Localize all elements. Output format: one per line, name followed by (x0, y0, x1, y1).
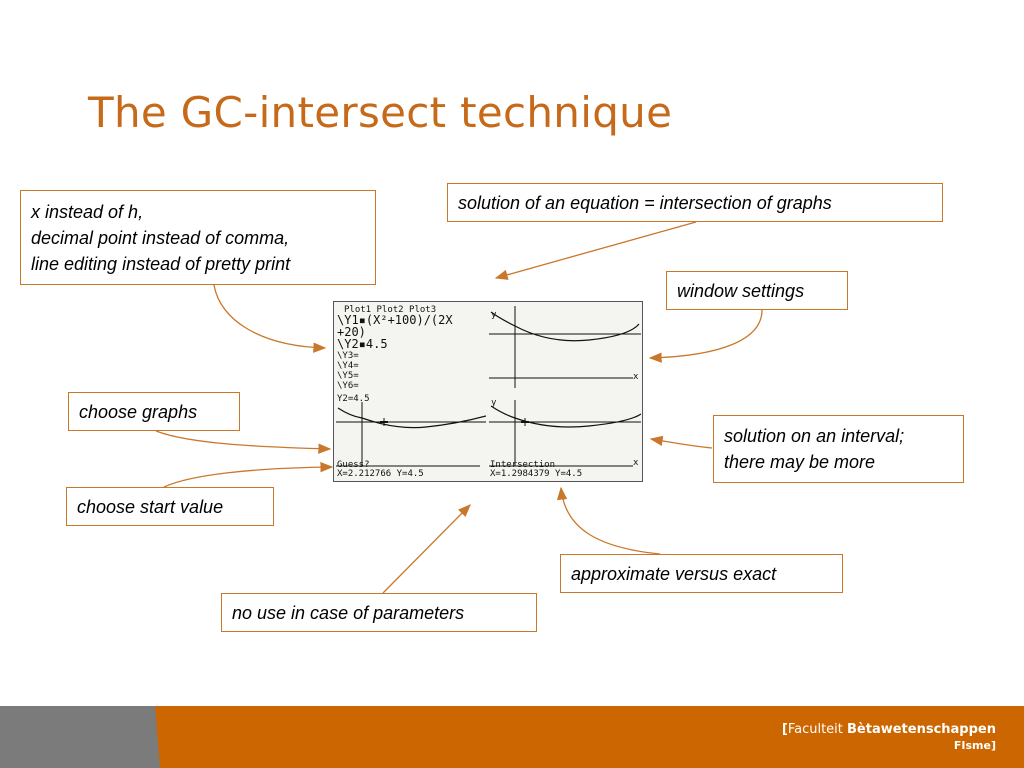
y4-line: \Y4= (337, 361, 359, 371)
connector-equation (494, 221, 697, 280)
connector-notation (213, 284, 327, 353)
connector-params (382, 504, 471, 594)
footer-institution: [Faculteit Bètawetenschappen FIsme] (782, 722, 996, 754)
callout-window-settings: window settings (666, 271, 848, 310)
guess-readout: X=2.212766 Y=4.5 (337, 469, 424, 479)
intersection-panel: y x Intersection X=1.2984379 Y=4.5 (489, 394, 641, 480)
callout-choose-graphs: choose graphs (68, 392, 240, 431)
connector-start (163, 461, 334, 488)
graph-window-x-label: x (633, 372, 639, 382)
intersection-prompt: Intersection (490, 460, 556, 470)
y6-line: \Y6= (337, 381, 359, 391)
connector-graphs (155, 430, 332, 454)
callout-equation: solution of an equation = intersection o… (447, 183, 943, 222)
plot-labels: Plot1 Plot2 Plot3 (344, 305, 437, 315)
connector-layer (155, 221, 763, 594)
y2-line: \Y2▪4.5 (337, 337, 388, 351)
y1-line: \Y1▪(X²+100)/(2X (337, 313, 453, 327)
callout-interval-line1: solution on an interval; (724, 426, 905, 446)
guess-top-label: Y2=4.5 (337, 394, 370, 404)
connector-window (648, 309, 763, 363)
slide-title: The GC-intersect technique (88, 88, 673, 137)
guess-prompt: Guess? (337, 460, 370, 470)
footer-unit: FIsme (953, 739, 991, 752)
footer-faculty-name: Bètawetenschappen (847, 722, 996, 737)
callout-notation-line3: line editing instead of pretty print (31, 254, 291, 274)
graph-window-y-label: y (491, 310, 497, 320)
y1-continuation: +20) (337, 325, 366, 339)
connector-approx (556, 486, 661, 555)
intersection-x-label: x (633, 458, 639, 468)
callout-interval: solution on an interval; there may be mo… (713, 415, 964, 483)
callout-start-value: choose start value (66, 487, 274, 526)
footer-prefix: Faculteit (787, 722, 848, 737)
callout-parameters: no use in case of parameters (221, 593, 537, 632)
guess-plot (336, 402, 486, 467)
callout-notation-line2: decimal point instead of comma, (31, 228, 290, 248)
intersection-readout: X=1.2984379 Y=4.5 (490, 469, 583, 479)
callout-notation-line1: x instead of h, (31, 202, 144, 222)
y-editor-panel: Plot1 Plot2 Plot3 \Y1▪(X²+100)/(2X +20) … (336, 304, 486, 391)
graph-window-panel: y x (489, 304, 641, 391)
calculator-screenshot: Plot1 Plot2 Plot3 \Y1▪(X²+100)/(2X +20) … (333, 301, 643, 482)
graph-window-plot (489, 306, 641, 388)
footer-bracket-close: ] (990, 739, 996, 752)
callout-notation: x instead of h, decimal point instead of… (20, 190, 376, 285)
intersection-y-label: y (491, 398, 497, 408)
footer-grey-block (0, 706, 160, 768)
y3-line: \Y3= (337, 351, 359, 361)
y5-line: \Y5= (337, 371, 359, 381)
callout-approximate: approximate versus exact (560, 554, 843, 593)
footer-bracket-open: [ (781, 722, 788, 737)
callout-interval-line2: there may be more (724, 452, 876, 472)
intersection-plot (489, 400, 641, 467)
footer-bar: [Faculteit Bètawetenschappen FIsme] (0, 706, 1024, 768)
guess-panel: Y2=4.5 Guess? X=2.212766 Y=4.5 (336, 394, 486, 480)
connector-interval (649, 435, 713, 449)
